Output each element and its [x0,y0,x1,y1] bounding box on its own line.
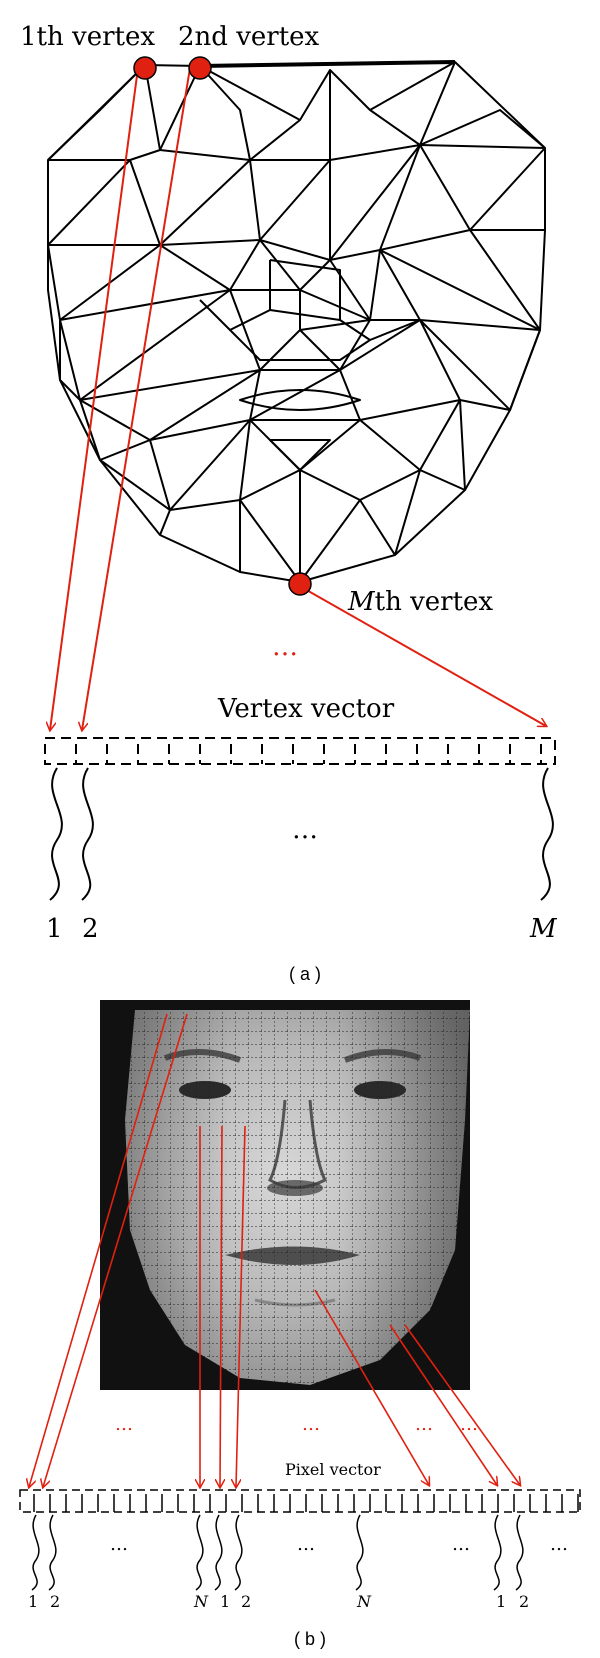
vertex-m-label: Mth vertex [347,587,493,617]
arrow-vertex-2 [82,67,191,730]
pixel-vector-dots-4: … [550,1534,568,1555]
index-2: 2 [82,914,99,944]
face-image [125,1010,470,1385]
panel-a-red-dots: … [272,632,298,662]
pixel-index-1: 1 [28,1592,38,1611]
pixel-arrows [29,1013,520,1487]
pixel-squiggle [234,1514,243,1591]
panel-a: 1th vertex 2nd vertex Mth vertex … Verte… [20,22,558,984]
vertex-2-label: 2nd vertex [178,22,320,52]
face-mesh [47,60,546,583]
pixel-squiggle [493,1514,502,1591]
panel-b: … … … … Pixel vector … … … … 1 2 N 1 2 N… [19,1000,581,1649]
squiggle-m [540,767,554,901]
pixel-index-n-1: N [193,1592,209,1611]
panel-a-caption: ( a ) [289,964,321,984]
pixel-squiggle [48,1514,57,1591]
pixel-vector-dots-2: … [297,1534,315,1555]
vertex-1-label: 1th vertex [20,22,155,52]
vertex-1-marker [133,56,157,80]
vertex-m-marker [288,572,312,596]
vertex-vector-label: Vertex vector [217,694,395,724]
pixel-vector-label: Pixel vector [285,1460,381,1479]
vertex-arrows [50,67,546,730]
pixel-vector-dots-1: … [110,1534,128,1555]
vertex-m-italic: M [347,587,376,617]
arrow-vertex-m [295,583,546,726]
pixel-squiggle [195,1514,204,1591]
pixel-index-1b: 1 [220,1592,230,1611]
pixel-index-n-2: N [356,1592,372,1611]
pixel-vector [19,1489,581,1513]
pixel-red-dots-3: … [415,1414,433,1435]
panel-b-caption: ( b ) [294,1629,326,1649]
index-m: M [529,914,558,944]
vertex-squiggles [49,767,554,901]
pixel-index-2b: 2 [241,1592,251,1611]
pixel-squiggle [214,1514,223,1591]
pixel-squiggles [31,1514,524,1591]
vertex-vector-dots: … [292,815,318,845]
vertex-2-marker [188,56,212,80]
vertex-vector [44,737,556,765]
pixel-squiggle [515,1514,524,1591]
pixel-red-dots-4: … [460,1414,478,1435]
pixel-index-2: 2 [50,1592,60,1611]
index-1: 1 [46,914,63,944]
pixel-index-1c: 1 [496,1592,506,1611]
pixel-index-2c: 2 [519,1592,529,1611]
squiggle-2 [81,767,94,901]
pixel-squiggle [31,1514,40,1591]
pixel-red-dots-2: … [302,1414,320,1435]
vertex-m-text: th vertex [375,587,494,617]
pixel-squiggle [355,1514,364,1591]
pixel-red-dots-1: … [115,1414,133,1435]
arrow-vertex-1 [50,67,139,730]
squiggle-1 [49,767,63,901]
pixel-vector-dots-3: … [452,1534,470,1555]
